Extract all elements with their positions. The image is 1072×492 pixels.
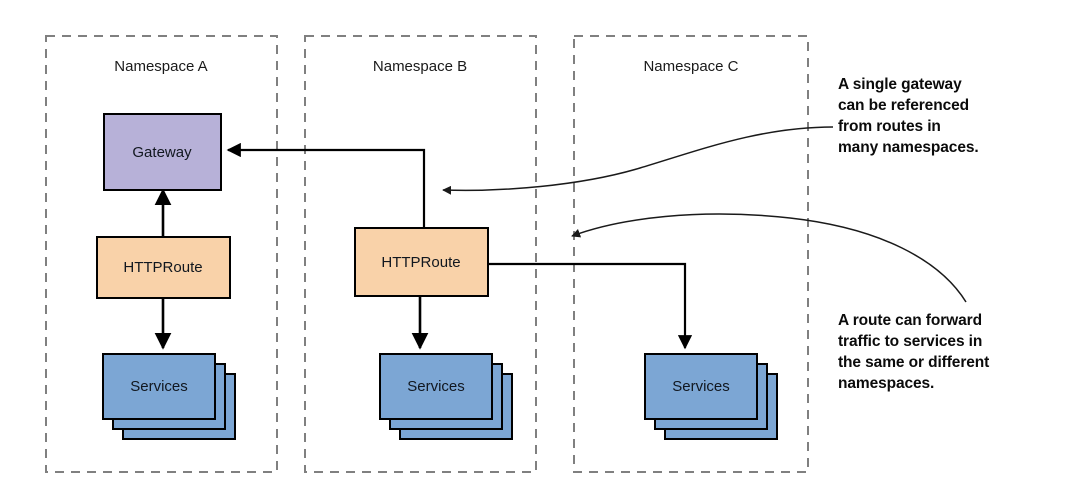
namespace-a-label: Namespace A	[114, 58, 207, 75]
callout-gateway-text: A single gateway can be referenced from …	[838, 76, 979, 157]
node-httproute-a[interactable]: HTTPRoute	[96, 236, 231, 299]
namespace-b-label: Namespace B	[373, 58, 467, 75]
namespace-container-c: Namespace C	[573, 35, 809, 473]
services-a-label: Services	[130, 378, 188, 395]
node-services-a[interactable]: Services	[102, 353, 236, 440]
httproute-b-label: HTTPRoute	[381, 254, 460, 271]
namespace-container-a: Namespace A	[45, 35, 278, 473]
node-services-b[interactable]: Services	[379, 353, 513, 440]
leader-line-gateway-callout	[442, 126, 834, 195]
gateway-a-label: Gateway	[132, 144, 192, 161]
services-b-label: Services	[407, 378, 465, 395]
namespace-c-label: Namespace C	[643, 58, 738, 75]
callout-route-text: A route can forward traffic to services …	[838, 312, 990, 393]
namespace-a-border	[45, 35, 278, 473]
services-b-box-front[interactable]	[379, 353, 493, 420]
services-c-label: Services	[672, 378, 730, 395]
namespace-container-b: Namespace B	[304, 35, 537, 473]
httproute-a-label: HTTPRoute	[123, 259, 202, 276]
httproute-b-box[interactable]	[354, 227, 489, 297]
edge-route-b-to-gateway-a	[226, 142, 426, 228]
gateway-a-box[interactable]	[103, 113, 222, 191]
namespace-c-border	[573, 35, 809, 473]
namespace-b-border	[304, 35, 537, 473]
edge-route-b-to-services-c	[488, 262, 693, 350]
services-c-box-front[interactable]	[644, 353, 758, 420]
httproute-a-box[interactable]	[96, 236, 231, 299]
services-a-box-front[interactable]	[102, 353, 216, 420]
node-httproute-b[interactable]: HTTPRoute	[354, 227, 489, 297]
node-gateway-a[interactable]: Gateway	[103, 113, 222, 191]
leader-line-route-callout	[571, 213, 967, 303]
node-services-c[interactable]: Services	[644, 353, 778, 440]
